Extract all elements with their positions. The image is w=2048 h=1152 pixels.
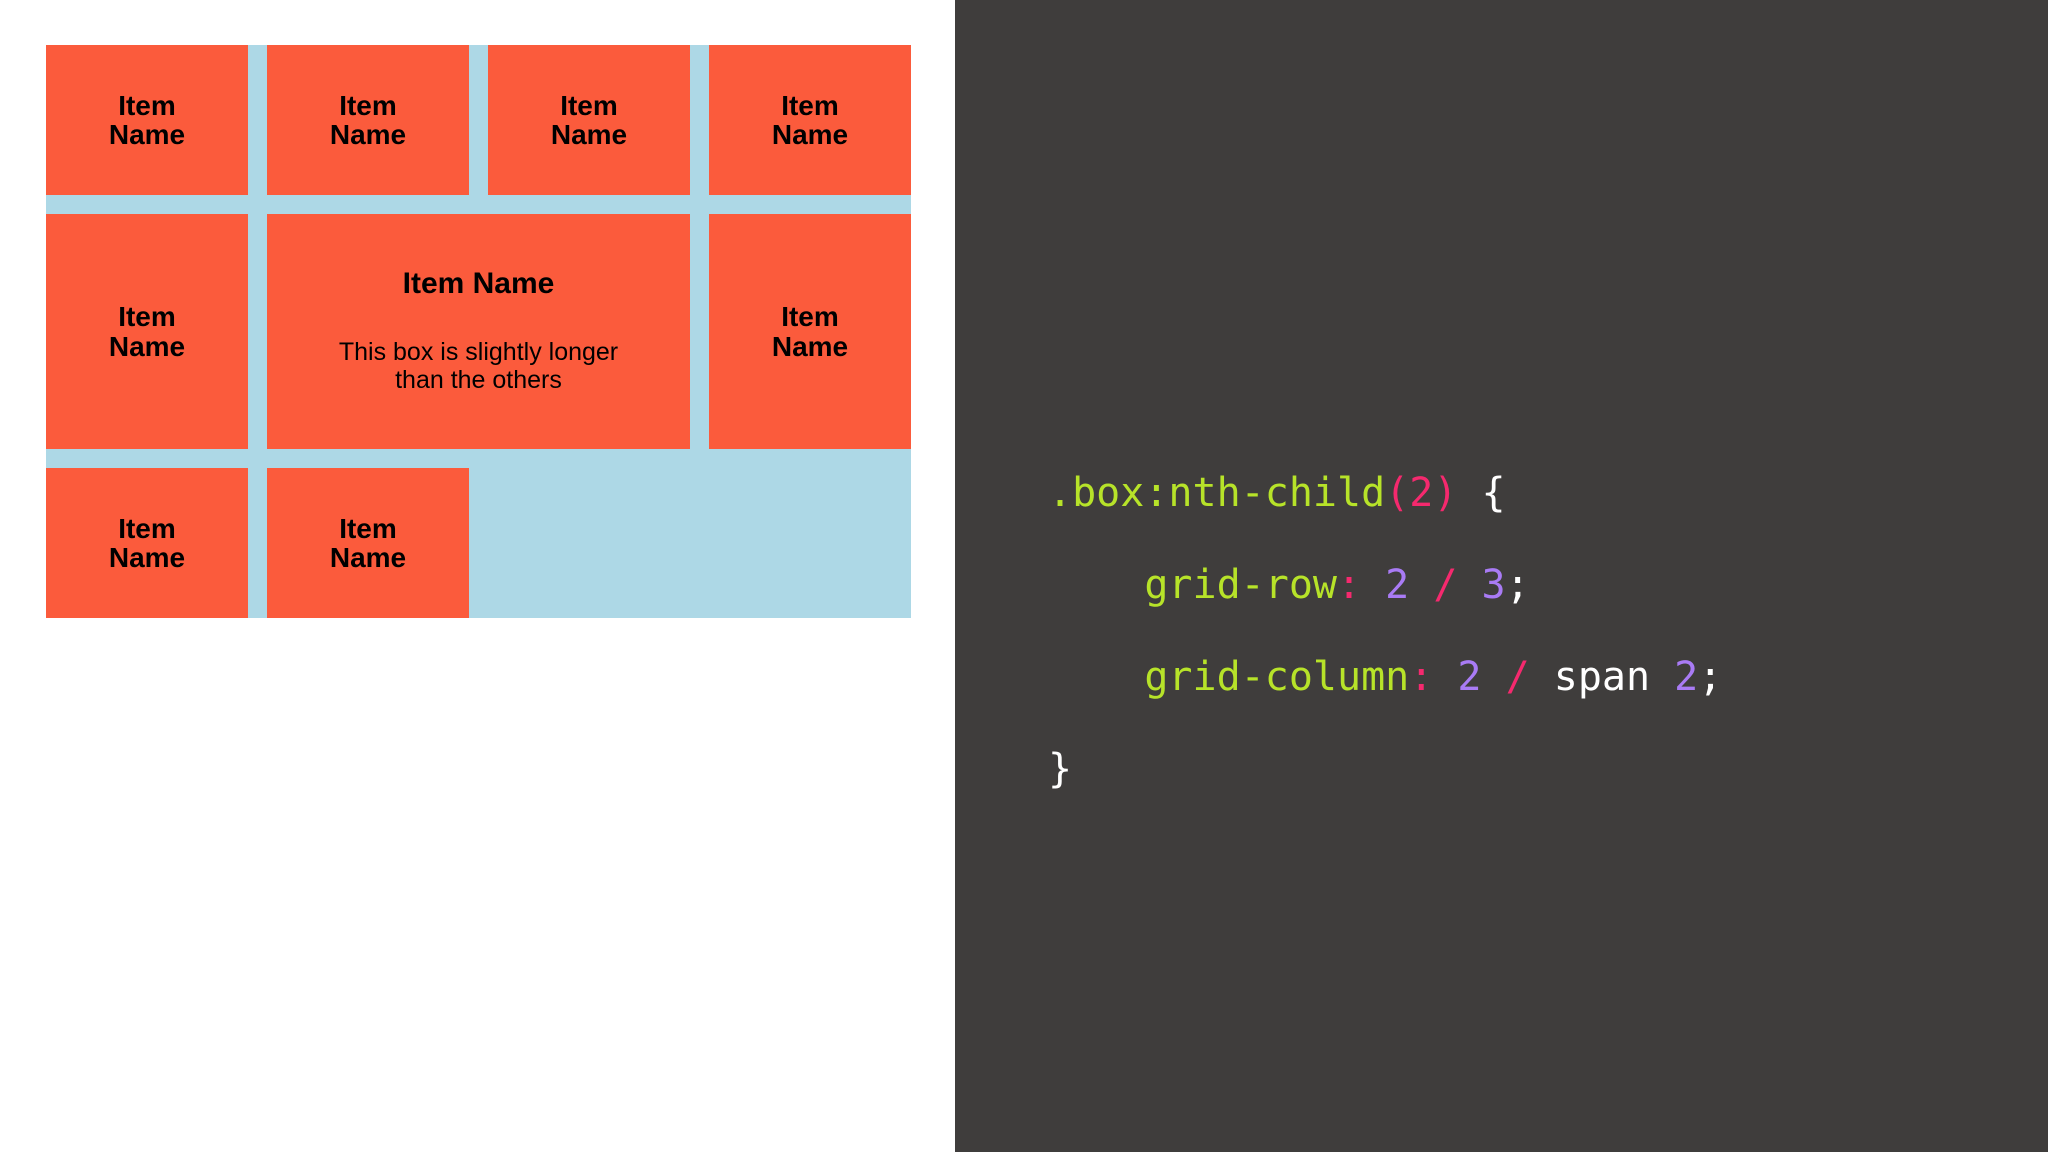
box-description: This box is slightly longer than the oth… [338, 337, 619, 395]
grid-item-box[interactable]: Item Name [46, 45, 248, 195]
code-token-pink: ) [1433, 470, 1458, 516]
box-title: Item Name [771, 301, 849, 362]
code-token-num: 2 [1433, 654, 1482, 700]
code-line: } [1048, 746, 1722, 792]
code-token-pink: 2 [1409, 470, 1434, 516]
code-line: grid-column: 2 / span 2; [1048, 654, 1722, 700]
grid-demo-pane: Item Name Item Name This box is slightly… [0, 0, 955, 1152]
code-token-pink: ( [1385, 470, 1410, 516]
code-token-punct: ; [1505, 562, 1530, 608]
box-title: Item Name [329, 512, 407, 573]
code-line: .box:nth-child(2) { [1048, 470, 1722, 516]
grid-item-box[interactable]: Item Name [709, 45, 911, 195]
code-token-pink: / [1409, 562, 1458, 608]
grid-item-box[interactable]: Item Name [488, 45, 690, 195]
code-pane: .box:nth-child(2) { grid-row: 2 / 3; gri… [955, 0, 2048, 1152]
grid-item-box[interactable]: Item Name [267, 45, 469, 195]
box-title: Item Name [108, 512, 186, 573]
box-title: Item Name [402, 267, 555, 300]
grid-item-box[interactable]: Item Name [267, 468, 469, 618]
code-indent [1048, 654, 1144, 700]
code-token-punct: ; [1698, 654, 1723, 700]
grid-item-box-long[interactable]: Item Name This box is slightly longer th… [267, 214, 690, 449]
code-token-punct: } [1048, 746, 1073, 792]
code-token-sel: .box:nth-child [1048, 470, 1386, 516]
css-code-snippet[interactable]: .box:nth-child(2) { grid-row: 2 / 3; gri… [1048, 470, 1722, 792]
code-indent [1048, 562, 1144, 608]
code-line: grid-row: 2 / 3; [1048, 562, 1722, 608]
box-title: Item Name [550, 89, 628, 150]
code-token-pink: / [1481, 654, 1530, 700]
code-token-prop: grid-row [1144, 562, 1337, 608]
box-title: Item Name [329, 89, 407, 150]
code-token-kw: span [1529, 654, 1651, 700]
code-token-num: 2 [1650, 654, 1699, 700]
box-title: Item Name [771, 89, 849, 150]
grid-item-box[interactable]: Item Name [709, 214, 911, 449]
code-token-pink: : [1336, 562, 1362, 608]
code-token-punct: { [1457, 470, 1506, 516]
box-title: Item Name [108, 89, 186, 150]
code-token-num: 2 [1361, 562, 1410, 608]
code-token-pink: : [1409, 654, 1434, 700]
grid-item-box[interactable]: Item Name [46, 468, 248, 618]
code-token-prop: grid-column [1144, 654, 1410, 700]
code-token-num: 3 [1457, 562, 1506, 608]
grid-item-box[interactable]: Item Name [46, 214, 248, 449]
box-title: Item Name [108, 301, 186, 362]
grid-container: Item Name Item Name This box is slightly… [46, 45, 911, 618]
